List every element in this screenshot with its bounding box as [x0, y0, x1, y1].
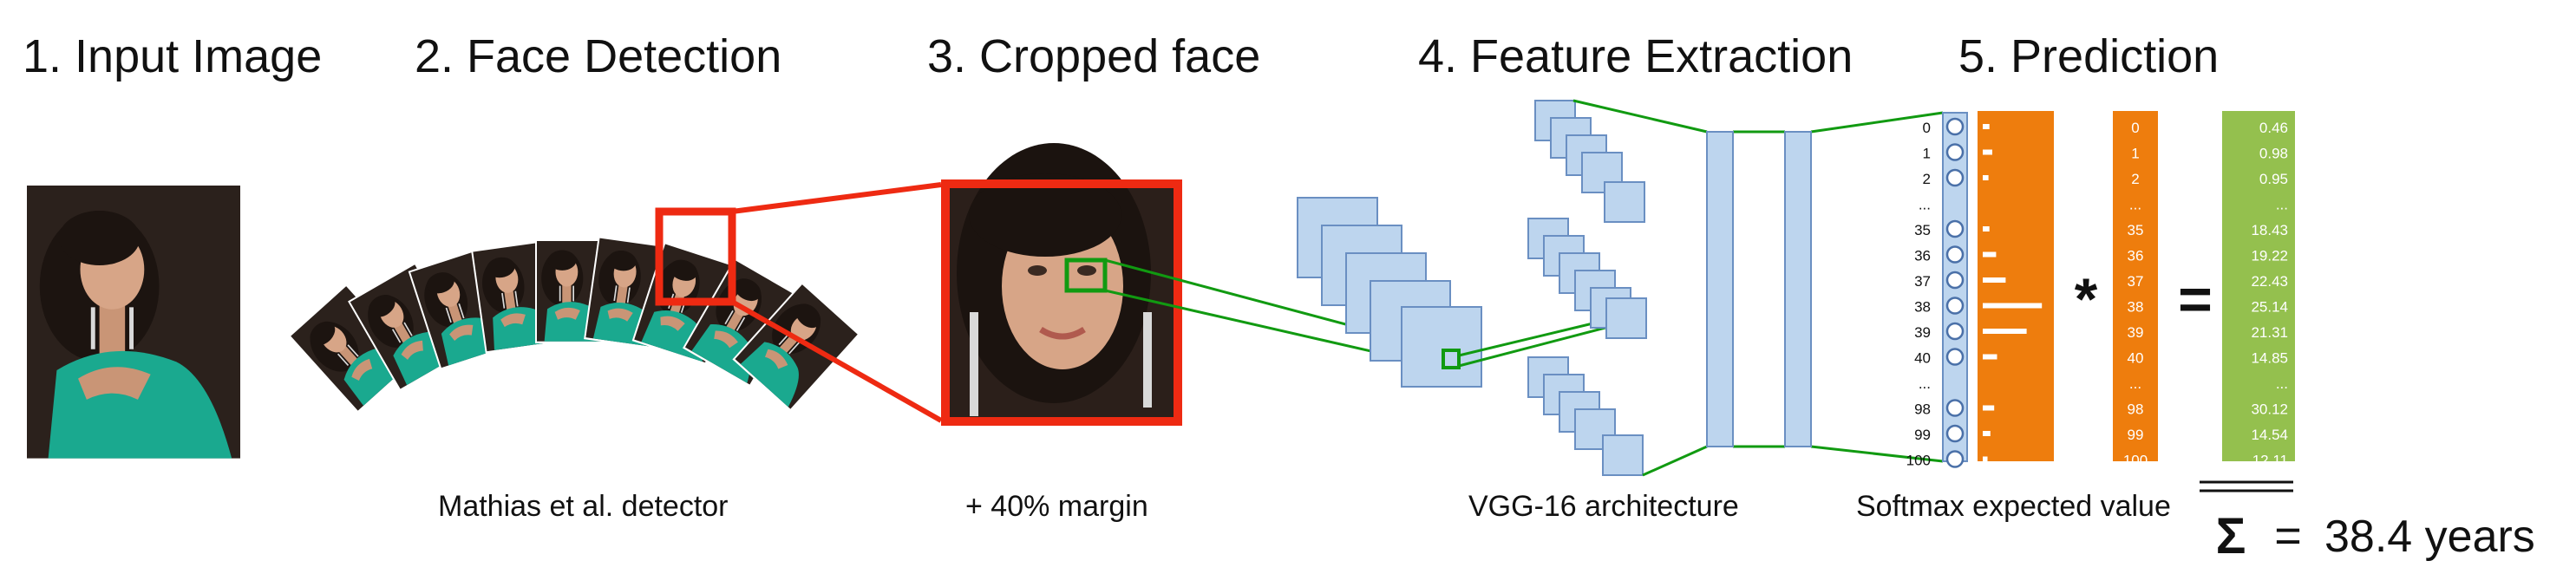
- probability-bar: [1983, 329, 2027, 334]
- step2-title: 2. Face Detection: [415, 30, 782, 82]
- softmax-node: [1945, 245, 1965, 264]
- age-label: 37: [1914, 273, 1931, 290]
- weighted-value: 0.95: [2259, 171, 2288, 187]
- step5-title: 5. Prediction: [1958, 30, 2220, 82]
- softmax-node: [1945, 143, 1965, 161]
- probability-bar: [1983, 303, 2043, 309]
- softmax-node: [1945, 219, 1965, 238]
- age-label: 2: [1923, 171, 1931, 187]
- age-label: 39: [1914, 324, 1931, 341]
- age-label: 98: [1914, 401, 1931, 418]
- age-label: 36: [1914, 248, 1931, 264]
- softmax-node: [1945, 168, 1965, 187]
- softmax-node: [1945, 424, 1965, 443]
- probability-bar: [1983, 354, 1997, 360]
- sum-equals: =: [2274, 510, 2302, 562]
- weighted-value: ...: [2276, 375, 2288, 392]
- age-index-label: 0: [2131, 120, 2139, 136]
- age-label: 38: [1914, 299, 1931, 316]
- softmax-node: [1945, 297, 1965, 315]
- weighted-value: 0.46: [2259, 120, 2288, 136]
- age-label: 99: [1914, 427, 1931, 443]
- age-index-label: 37: [2128, 273, 2144, 290]
- age-index-label: 99: [2128, 427, 2144, 443]
- age-index-label: 36: [2128, 248, 2144, 264]
- weighted-value: 30.12: [2251, 401, 2288, 418]
- step5-caption: Softmax expected value: [1856, 490, 2171, 523]
- weighted-value: 14.54: [2251, 427, 2288, 443]
- probability-bar: [1983, 456, 1988, 462]
- softmax-node: [1945, 348, 1965, 366]
- fc-layer-1: [1706, 131, 1734, 447]
- weighted-value: 0.98: [2259, 146, 2288, 162]
- age-label: 100: [1906, 453, 1931, 469]
- conv-block-2: [1527, 100, 1647, 476]
- softmax-output: [1942, 112, 1968, 468]
- conv-block-1: [1297, 197, 1482, 388]
- sum-symbol: Σ: [2216, 508, 2246, 564]
- age-index-column: [2113, 111, 2158, 461]
- softmax-node: [1945, 322, 1965, 341]
- detection-box: [655, 207, 736, 306]
- step3-title: 3. Cropped face: [927, 30, 1261, 82]
- age-label: 40: [1914, 350, 1931, 367]
- step1-title: 1. Input Image: [23, 30, 323, 82]
- probability-bar: [1983, 251, 1997, 258]
- age-index-label: ...: [2129, 375, 2141, 392]
- probability-bar: [1983, 277, 2006, 283]
- age-label: ...: [1919, 375, 1931, 392]
- weighted-value: 18.43: [2251, 222, 2288, 238]
- weighted-value: 19.22: [2251, 248, 2288, 264]
- probability-bar: [1983, 124, 1990, 129]
- step3-caption: + 40% margin: [965, 490, 1148, 523]
- receptive-field-box: [1064, 258, 1108, 293]
- probability-bar: [1983, 226, 1990, 232]
- age-index-label: ...: [2129, 197, 2141, 213]
- age-index-label: 38: [2128, 299, 2144, 316]
- weighted-values-column: [2222, 111, 2295, 461]
- age-index-label: 100: [2123, 453, 2148, 469]
- softmax-node: [1945, 271, 1965, 290]
- weighted-value: 14.85: [2251, 350, 2288, 367]
- probability-bar: [1983, 175, 1989, 180]
- cropped-face: [945, 143, 1178, 421]
- weighted-value: ...: [2276, 197, 2288, 213]
- softmax-node: [1945, 450, 1965, 468]
- probability-bar: [1983, 431, 1991, 436]
- crop-border: [941, 179, 1182, 426]
- age-index-label: 35: [2128, 222, 2144, 238]
- softmax-node: [1945, 117, 1965, 136]
- age-label: 0: [1923, 120, 1931, 136]
- softmax-node: [1945, 399, 1965, 417]
- input-image: [27, 186, 240, 459]
- rotated-image-stack: [288, 236, 860, 414]
- weighted-value: 12.11: [2252, 453, 2288, 469]
- zoom-line-top: [731, 182, 942, 214]
- age-index-label: 1: [2131, 146, 2139, 162]
- step2-caption: Mathias et al. detector: [438, 490, 729, 523]
- step4-title: 4. Feature Extraction: [1418, 30, 1854, 82]
- fc-layer-2: [1784, 131, 1812, 447]
- age-index-label: 39: [2128, 324, 2144, 341]
- weighted-value: 21.31: [2251, 324, 2288, 341]
- probability-bar: [1983, 405, 1995, 411]
- age-label: 1: [1923, 146, 1931, 162]
- probability-bars-panel: [1978, 111, 2054, 461]
- probability-bar: [1983, 149, 1992, 155]
- age-index-label: 98: [2128, 401, 2144, 418]
- age-index-label: 40: [2128, 350, 2144, 367]
- age-label: ...: [1919, 197, 1931, 213]
- result-value: 38.4 years: [2324, 512, 2535, 562]
- zoom-line-bottom: [730, 299, 943, 423]
- age-index-label: 2: [2131, 171, 2139, 187]
- equals-symbol: =: [2178, 266, 2213, 332]
- multiply-symbol: *: [2075, 266, 2098, 332]
- weighted-value: 25.14: [2251, 299, 2288, 316]
- age-label: 35: [1914, 222, 1931, 238]
- weighted-value: 22.43: [2251, 273, 2288, 290]
- step4-caption: VGG-16 architecture: [1468, 490, 1739, 523]
